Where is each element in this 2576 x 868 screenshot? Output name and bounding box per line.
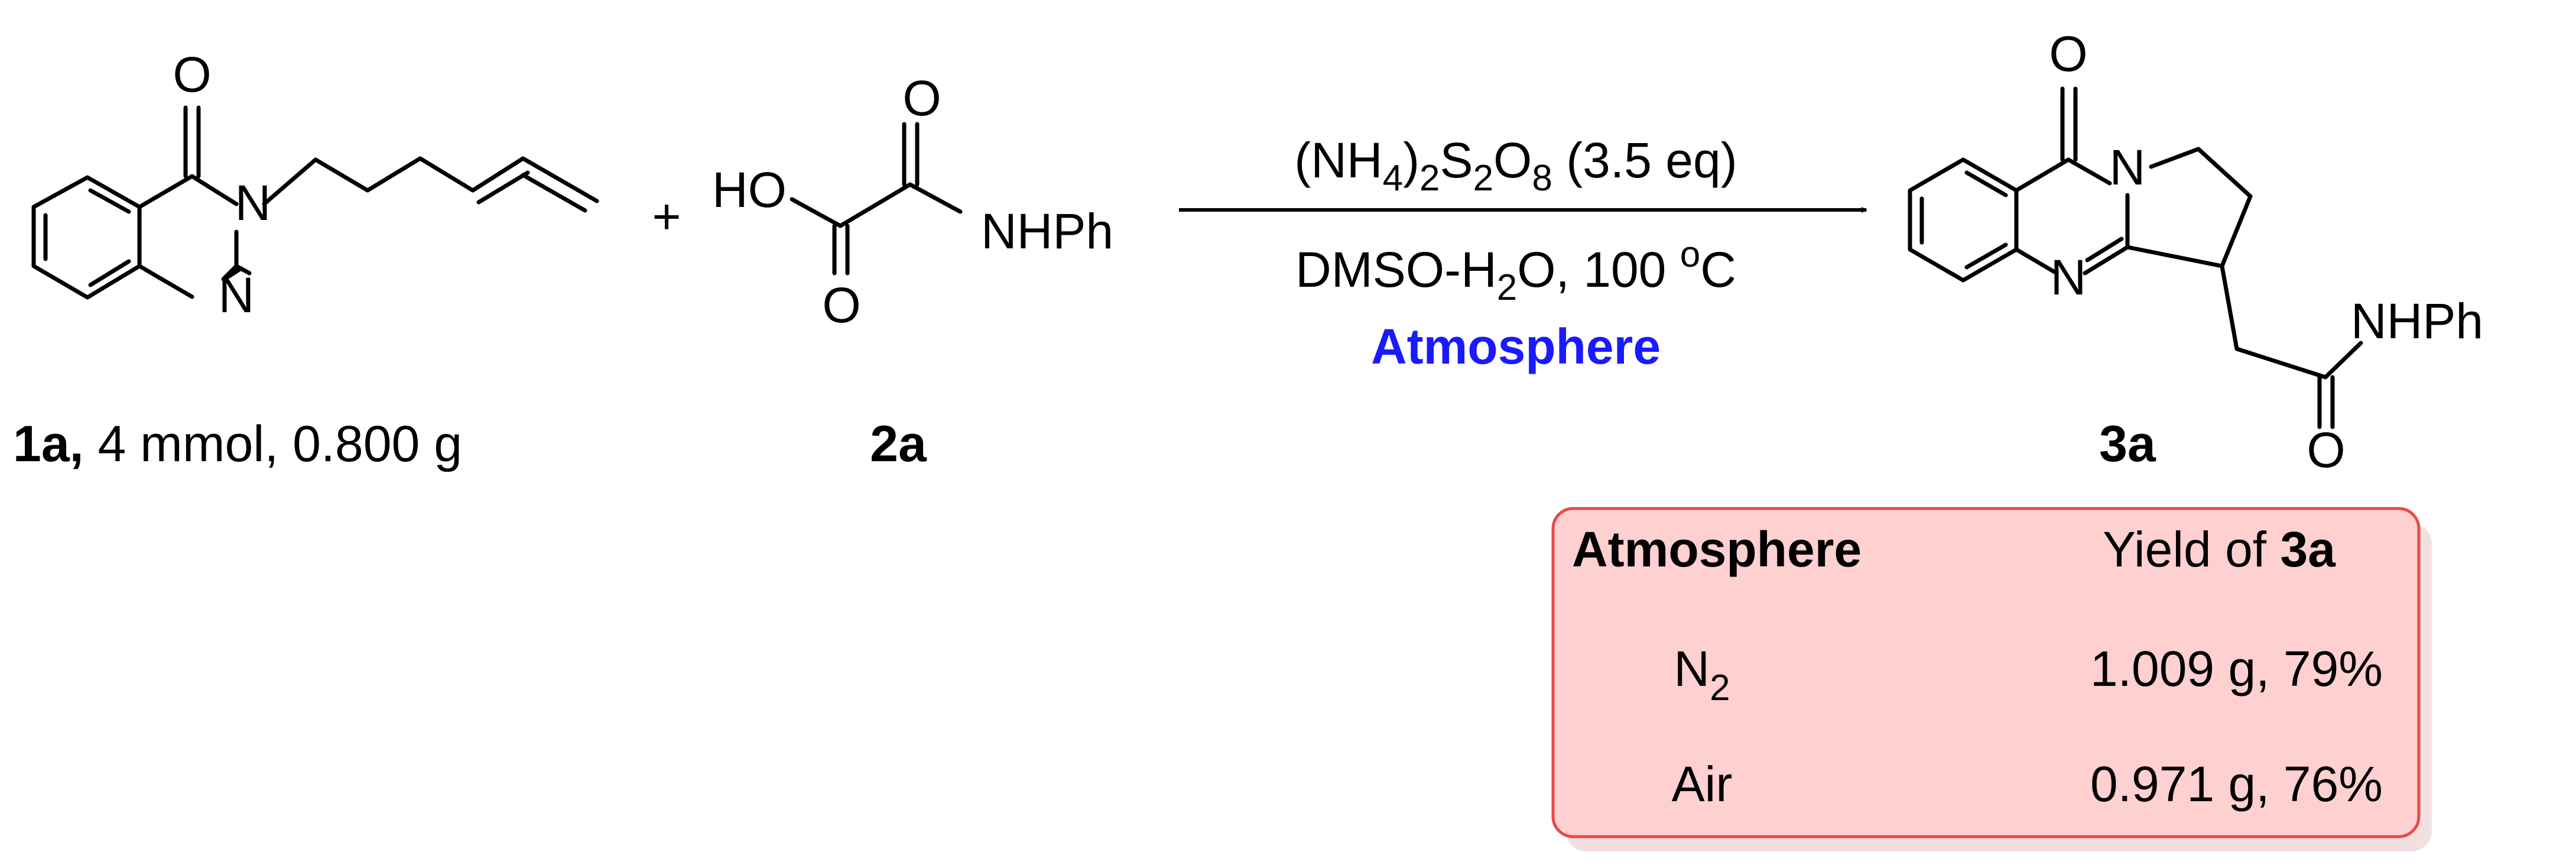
table-row-atmosphere: N2 [1674, 641, 1730, 708]
table-row-yield: 1.009 g, 79% [2090, 641, 2383, 697]
atom-n: N [2110, 140, 2146, 195]
table-header-yield: Yield of 3a [2103, 522, 2336, 577]
table-row-atmosphere: Air [1672, 756, 1733, 812]
atom-n: N [2051, 250, 2087, 305]
atom-o: O [2307, 422, 2345, 478]
compound-3a-label: 3a [2099, 416, 2156, 472]
atmosphere-condition: Atmosphere [1371, 319, 1661, 374]
compound-2a-structure [790, 122, 963, 276]
table-box [1551, 507, 2421, 838]
atom-o: O [2049, 26, 2087, 82]
solvent-condition: DMSO-H2O, 100 oC [1295, 234, 1736, 308]
plus-sign: + [652, 189, 681, 244]
atom-ho: HO [712, 162, 787, 218]
atom-n: N [219, 267, 255, 323]
atom-n: N [235, 175, 271, 231]
compound-1a-label: 1a, 4 mmol, 0.800 g [13, 416, 462, 472]
compound-1a-structure [31, 105, 599, 300]
atom-o: O [822, 277, 860, 333]
atom-nhph: NHPh [2351, 293, 2483, 349]
atom-nhph: NHPh [981, 203, 1113, 259]
compound-1a-id: 1a, [13, 416, 84, 472]
atom-o: O [902, 70, 941, 126]
reagent-condition: (NH4)2S2O8 (3.5 eq) [1294, 132, 1737, 199]
atom-o: O [173, 47, 211, 102]
compound-2a-label: 2a [870, 416, 927, 472]
results-table: Atmosphere Yield of 3a N2 1.009 g, 79% A… [1551, 507, 2432, 851]
compound-3a-structure [1908, 86, 2363, 429]
table-row-yield: 0.971 g, 76% [2090, 756, 2383, 812]
compound-1a-amount: 4 mmol, 0.800 g [84, 416, 463, 472]
table-header-atmosphere: Atmosphere [1572, 522, 1862, 577]
